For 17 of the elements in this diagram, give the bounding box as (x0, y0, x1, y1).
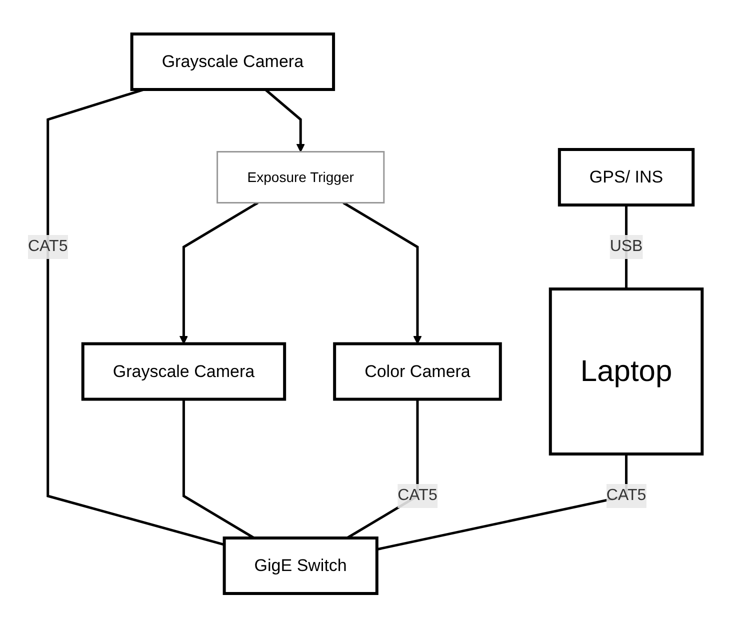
edge-label: USB (610, 238, 643, 255)
node-box: Grayscale Camera (81, 342, 286, 400)
node-box: Exposure Trigger (216, 150, 385, 204)
edge-label: CAT5 (606, 486, 646, 504)
node-box: GigE Switch (222, 536, 378, 595)
node-box: Color Camera (333, 342, 502, 400)
arrow (342, 201, 422, 344)
connector (182, 399, 255, 539)
connector (376, 454, 628, 550)
edge-label: CAT5 (28, 238, 68, 255)
node-box: GPS/ INS (558, 148, 695, 206)
arrow (179, 201, 258, 344)
node-box: Laptop (548, 287, 704, 456)
connector (46, 88, 225, 546)
node-box: Grayscale Camera (130, 32, 335, 91)
arrow (264, 88, 305, 152)
edge-label: CAT5 (398, 486, 438, 504)
